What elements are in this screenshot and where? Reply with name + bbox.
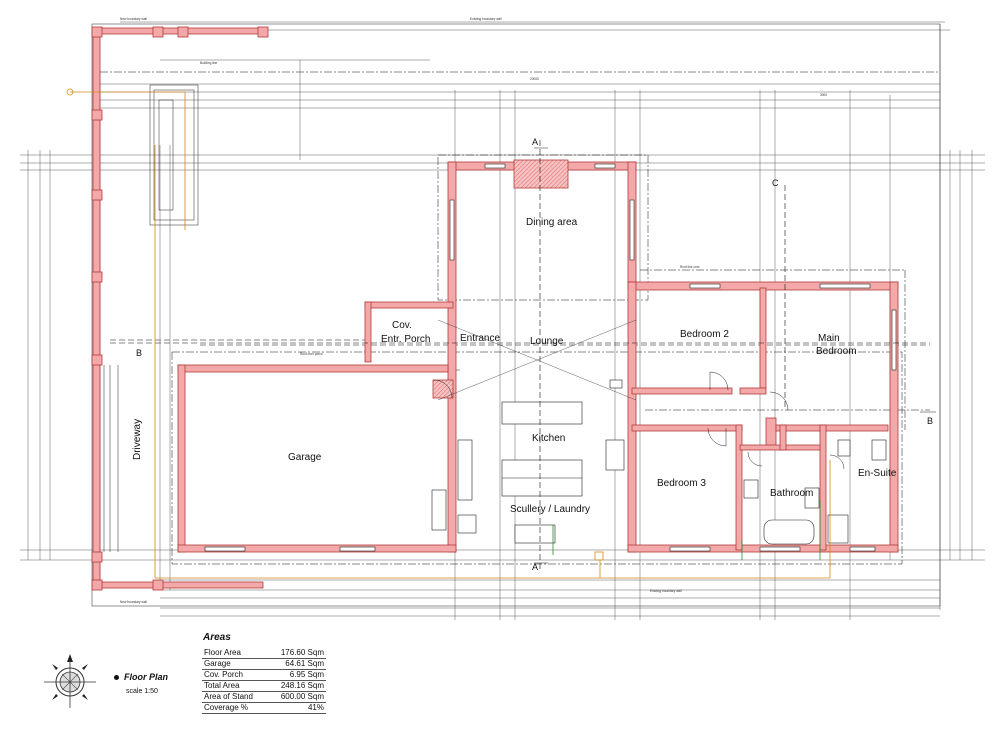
room-label-bedroom-3: Bedroom 3 xyxy=(657,478,706,489)
areas-row-value: 6.95 Sqm xyxy=(264,669,326,681)
room-label-lounge: Lounge xyxy=(530,336,564,347)
house-walls xyxy=(177,159,899,553)
section-marker-a-top: A xyxy=(532,137,538,147)
areas-row-label: Coverage % xyxy=(202,702,264,714)
svg-text:New boundary wall: New boundary wall xyxy=(120,17,147,21)
areas-row-value: 600.00 Sqm xyxy=(264,691,326,703)
section-lines xyxy=(110,140,930,570)
boundary-wall xyxy=(91,26,269,591)
areas-row: Coverage % 41% xyxy=(202,702,326,714)
section-markers: A A B B C xyxy=(136,137,936,572)
svg-text:New boundary wall: New boundary wall xyxy=(120,600,147,604)
svg-text:Building line: Building line xyxy=(200,61,217,65)
areas-title: Areas xyxy=(203,632,231,643)
windows xyxy=(204,163,897,552)
areas-row: Total Area 248.16 Sqm xyxy=(202,680,326,692)
svg-text:Roof line over: Roof line over xyxy=(680,265,701,269)
section-marker-b-right: B xyxy=(927,416,933,426)
room-label-bedroom-2: Bedroom 2 xyxy=(680,329,729,340)
tiny-annotations: New boundary wall Existing boundary wall… xyxy=(120,17,827,604)
areas-row: Garage 64.61 Sqm xyxy=(202,658,326,670)
areas-row-label: Floor Area xyxy=(202,648,264,659)
areas-row-label: Garage xyxy=(202,658,264,670)
room-label-main-bedroom-line1: Main xyxy=(818,333,840,344)
room-label-kitchen: Kitchen xyxy=(532,433,565,444)
areas-row-label: Cov. Porch xyxy=(202,669,264,681)
fixtures xyxy=(431,371,887,545)
room-label-scullery-laundry: Scullery / Laundry xyxy=(510,504,590,515)
floor-plan-bullet xyxy=(114,675,119,680)
legend-block: Floor Plan scale 1:50 Areas Floor Area 1… xyxy=(40,630,360,740)
room-label-main-bedroom-line2: Bedroom xyxy=(816,346,857,357)
areas-row-label: Total Area xyxy=(202,680,264,692)
areas-row-label: Area of Stand xyxy=(202,691,264,703)
areas-row-value: 64.61 Sqm xyxy=(264,658,326,670)
room-label-bathroom: Bathroom xyxy=(770,488,813,499)
areas-row-value: 248.16 Sqm xyxy=(264,680,326,692)
svg-text:20000: 20000 xyxy=(530,77,539,81)
svg-text:Existing boundary wall: Existing boundary wall xyxy=(650,589,682,593)
room-label-dining-area: Dining area xyxy=(526,217,578,228)
areas-row: Floor Area 176.60 Sqm xyxy=(202,648,326,659)
room-label-entrance: Entrance xyxy=(460,333,500,344)
room-label-cov-porch-line1: Cov. xyxy=(392,320,412,331)
areas-row-value: 41% xyxy=(264,702,326,714)
svg-text:3000: 3000 xyxy=(820,93,827,97)
room-label-garage: Garage xyxy=(288,452,322,463)
section-marker-c-top: C xyxy=(772,178,779,188)
svg-text:Existing boundary wall: Existing boundary wall xyxy=(470,17,502,21)
room-label-en-suite: En-Suite xyxy=(858,468,897,479)
areas-table: Floor Area 176.60 Sqm Garage 64.61 Sqm C… xyxy=(202,648,326,714)
areas-row: Area of Stand 600.00 Sqm xyxy=(202,691,326,703)
areas-row: Cov. Porch 6.95 Sqm xyxy=(202,669,326,681)
floor-plan-scale: scale 1:50 xyxy=(126,688,158,695)
section-marker-b-left: B xyxy=(136,348,142,358)
room-labels: Dining area Lounge Kitchen Scullery / La… xyxy=(132,217,897,515)
services-lines xyxy=(66,88,831,579)
boundary-lines xyxy=(20,21,985,620)
section-marker-a-bottom: A xyxy=(532,562,538,572)
room-label-cov-porch-line2: Entr. Porch xyxy=(381,334,430,345)
floor-plan-title: Floor Plan xyxy=(124,672,169,682)
compass-icon xyxy=(44,654,96,708)
svg-text:Roof over porch: Roof over porch xyxy=(300,352,323,356)
room-label-driveway: Driveway xyxy=(132,419,143,460)
areas-row-value: 176.60 Sqm xyxy=(264,648,326,659)
